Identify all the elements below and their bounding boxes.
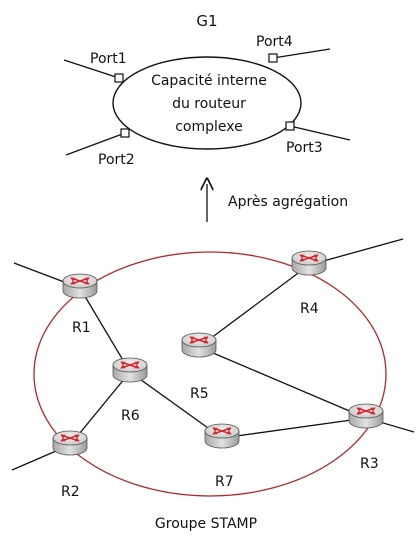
router-r1-icon (62, 273, 98, 299)
port4-link (272, 48, 331, 59)
link-r5-r3 (198, 346, 367, 419)
center-line-3: complexe (175, 119, 243, 135)
router-r1-label: R1 (72, 320, 91, 336)
port1-box (114, 73, 124, 83)
router-r6-label: R6 (121, 408, 140, 424)
router-r3-icon (348, 403, 384, 429)
center-line-1: Capacité interne (151, 73, 267, 89)
port3-link (289, 125, 351, 141)
router-r2-icon (52, 430, 88, 456)
port3-label: Port3 (286, 140, 323, 156)
router-r7-icon (204, 423, 240, 449)
router-r7-label: R7 (215, 474, 234, 490)
router-r5-label: R5 (190, 386, 209, 402)
router-r3-label: R3 (360, 456, 379, 472)
router-r4-label: R4 (300, 301, 319, 317)
stamp-group-boundary (33, 251, 387, 497)
port1-link (63, 59, 120, 79)
port4-box (268, 53, 278, 63)
port4-label: Port4 (256, 34, 293, 50)
router-r2-label: R2 (61, 484, 80, 500)
link-r5-r4 (198, 264, 310, 348)
port2-label: Port2 (98, 152, 135, 168)
router-r4-icon (291, 250, 327, 276)
center-line-2: du routeur (172, 96, 246, 112)
port1-label: Port1 (90, 51, 127, 67)
port3-box (285, 121, 295, 131)
link-r6-r7 (129, 371, 223, 439)
link-r7-r3 (221, 417, 367, 439)
router-r5-icon (181, 332, 217, 358)
port2-link (65, 132, 126, 156)
aggregated-router-ellipse (112, 56, 302, 150)
port2-box (120, 128, 130, 138)
aggregated-title: G1 (196, 12, 217, 30)
group-label: Groupe STAMP (155, 516, 257, 532)
arrow-label: Après agrégation (228, 194, 348, 210)
router-r6-icon (112, 357, 148, 383)
link-r1-r6 (79, 287, 131, 373)
